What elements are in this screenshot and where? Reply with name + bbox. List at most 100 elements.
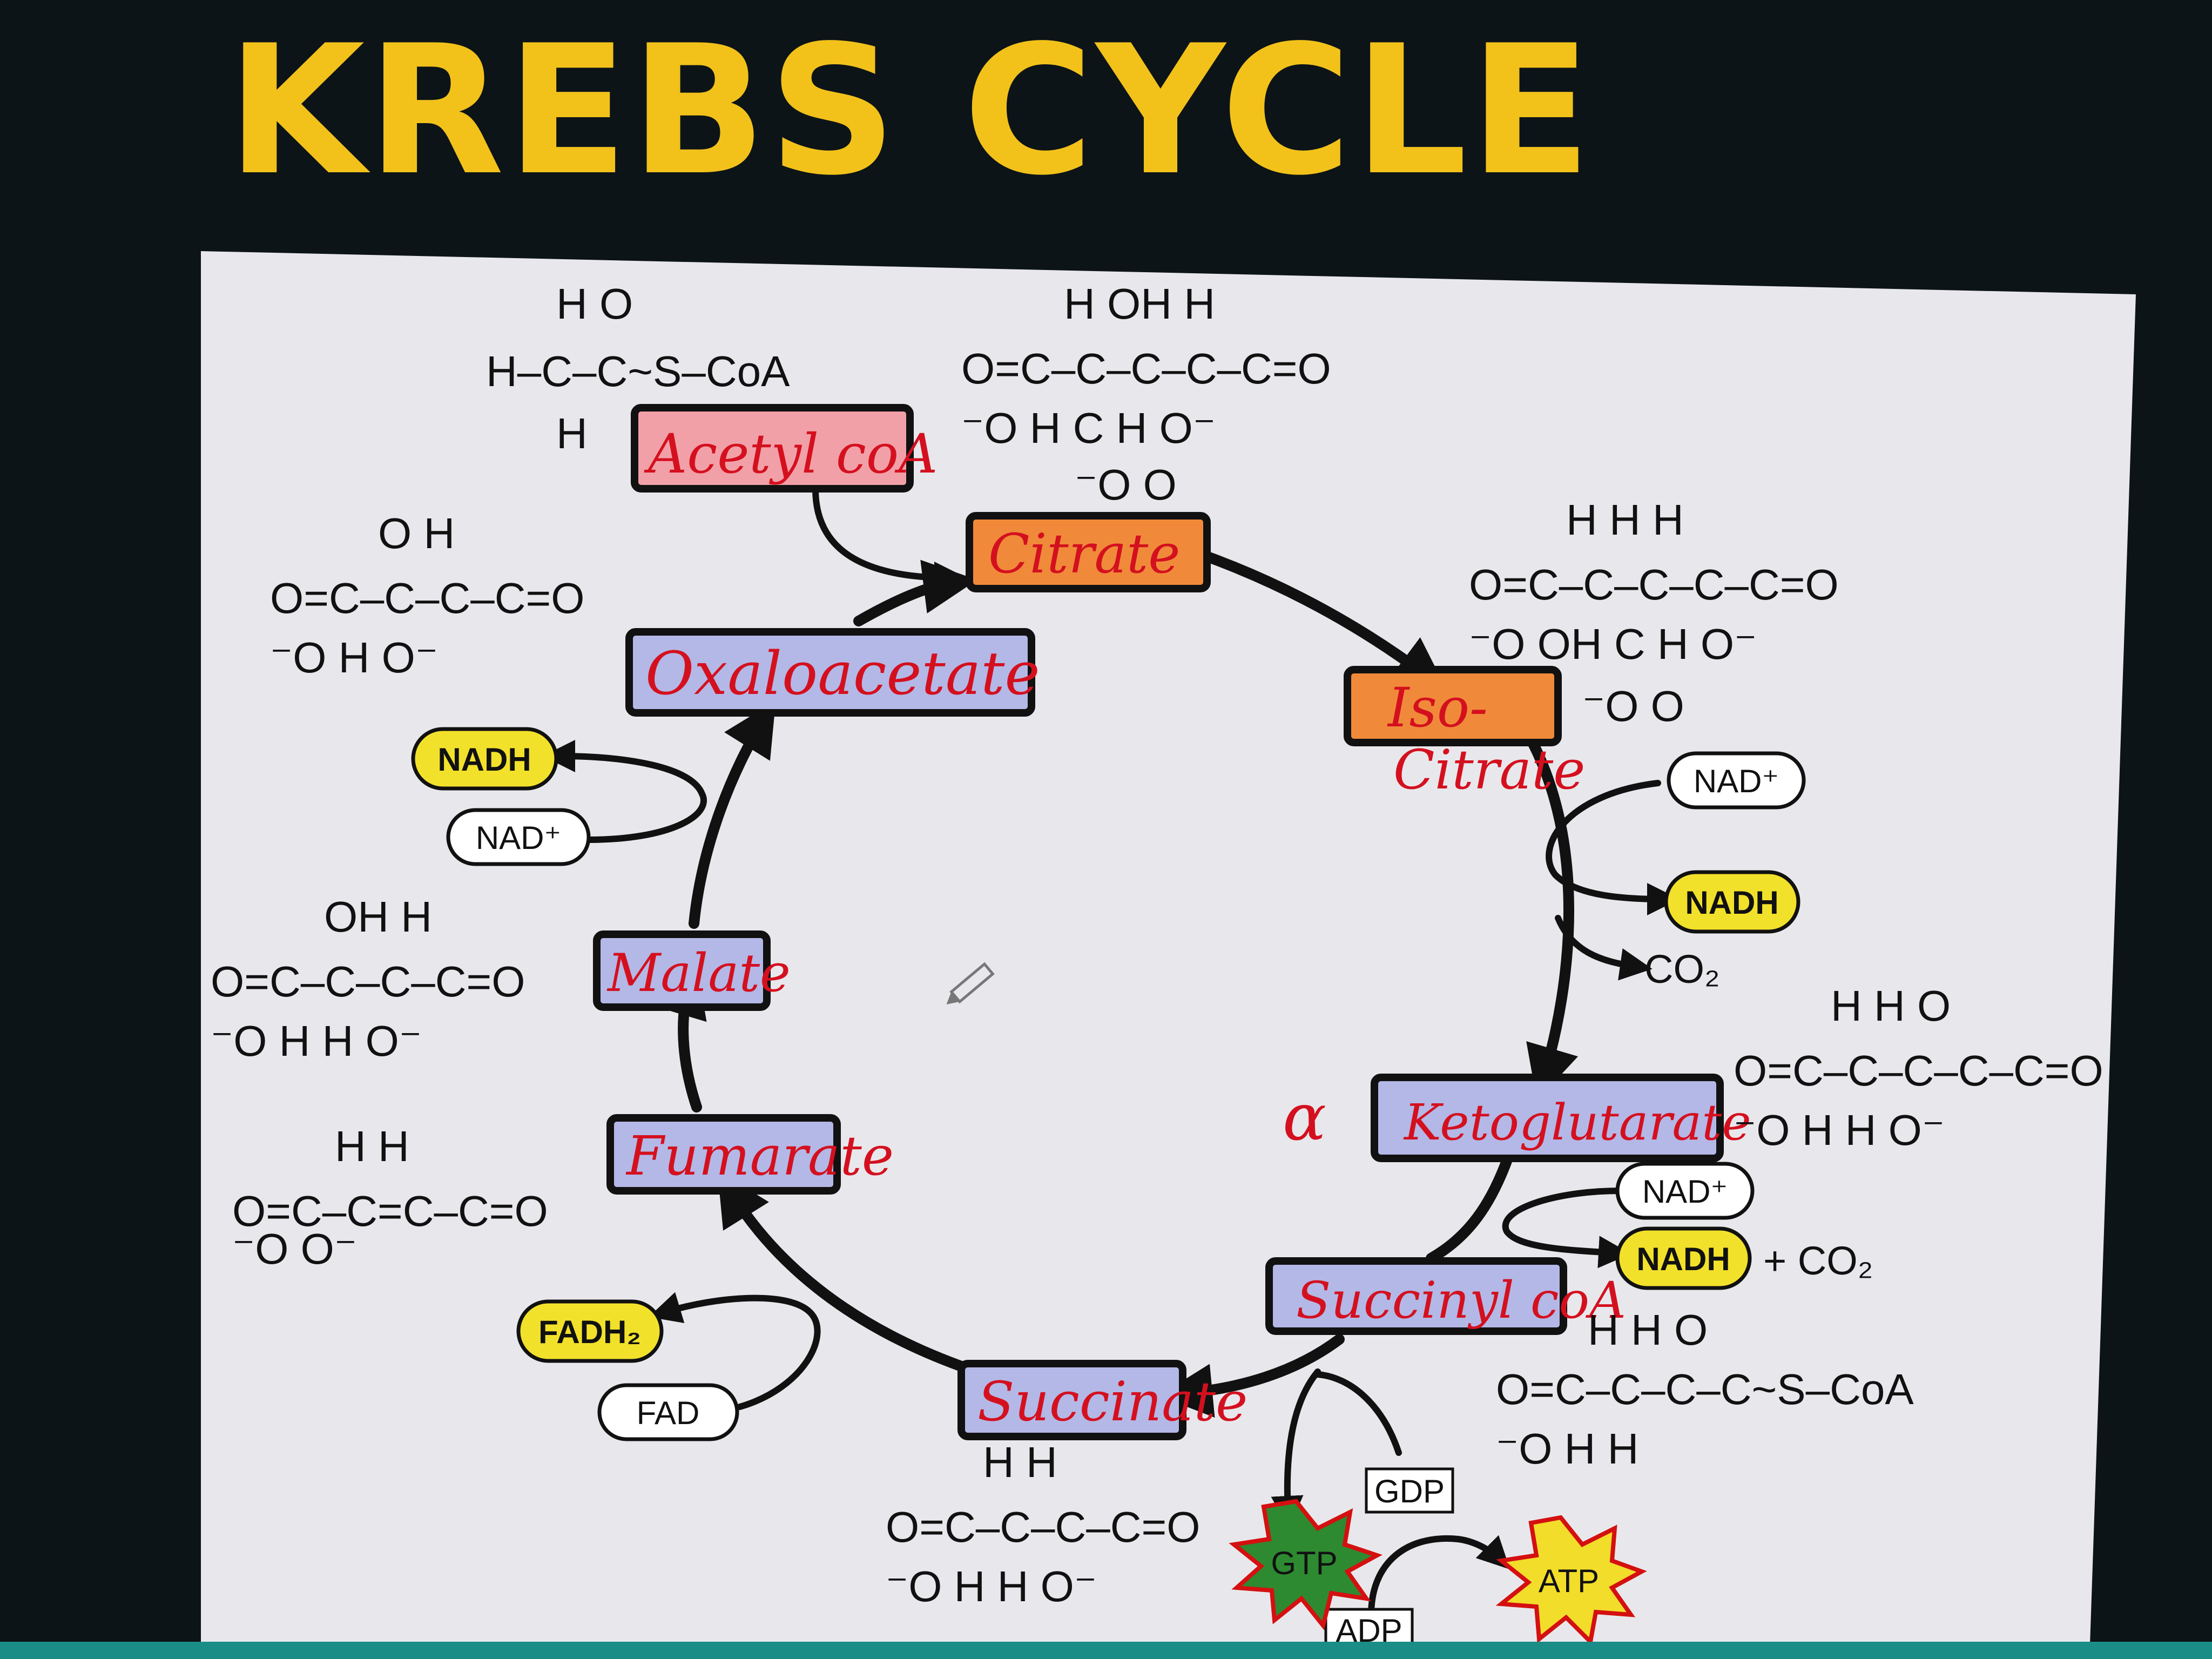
arrow-succinate-to-fumarate [717,1170,967,1372]
nad-label-ketoglutarate: NAD⁺ [1642,1174,1728,1210]
arrow-citrate-to-isocitrate [1193,548,1448,691]
succinate-formula-line-1: H H [983,1438,1057,1486]
fumarate-formula-line-2: O=C–C=C–C=O [232,1187,548,1235]
citrate-formula: H OH H O=C–C–C–C–C=O ⁻O H C H O⁻ ⁻O O [961,280,1331,509]
isocitrate-formula: H H H O=C–C–C–C–C=O ⁻O OH C H O⁻ ⁻O O [1469,496,1839,730]
citrate-box[interactable] [966,512,1211,592]
ketoglutarate-formula-line-1: H H O [1831,982,1951,1030]
citrate-label: Citrate [988,522,1180,585]
isocitrate-formula-line-4: ⁻O O [1582,682,1684,730]
citrate-formula-line-4: ⁻O O [1075,461,1177,509]
fumarate-formula-line-1: H H [335,1122,409,1170]
succinyl-coa-box[interactable] [1265,1257,1567,1335]
compound-boxes [593,404,1724,1440]
bottom-strip [0,1642,2212,1659]
acetyl-coa-formula: H O H–C–C~S–CoA H [486,280,790,457]
gdp-label: GDP [1374,1473,1445,1509]
ketoglutarate-formula-line-3: ⁻O H H O⁻ [1734,1106,1945,1154]
succinate-box[interactable] [957,1360,1186,1440]
ketoglutarate-label: Ketoglutarate [1403,1094,1751,1151]
gtp-label: GTP [1271,1545,1337,1581]
succinyl-coa-formula-line-1: H H O [1588,1306,1708,1354]
fumarate-formula-line-3: ⁻O O⁻ [232,1225,357,1273]
co2-label-isocitrate: CO₂ [1644,947,1720,992]
pencil-icon [946,962,995,1004]
atp-burst: ATP [1495,1515,1647,1647]
box-labels: Acetyl coA Citrate Iso- Citrate α Ketogl… [606,422,1751,1433]
side-arrows [543,485,1680,1629]
arrow-succinyl-to-succinate [1158,1334,1345,1418]
oxaloacetate-label: Oxaloacetate [645,639,1040,708]
fumarate-formula: H H O=C–C=C–C=O ⁻O O⁻ [232,1122,548,1273]
isocitrate-label-top: Iso- [1387,676,1488,739]
malate-formula-line-3: ⁻O H H O⁻ [211,1017,422,1065]
isocitrate-formula-line-3: ⁻O OH C H O⁻ [1469,620,1757,668]
succinyl-coa-label: Succinyl coA [1296,1271,1626,1330]
diagram-panel [201,251,2136,1644]
arrow-acetylcoa-in [812,485,967,594]
succinyl-coa-formula-line-2: O=C–C–C–C~S–CoA [1496,1365,1914,1413]
oxaloacetate-formula-line-2: O=C–C–C–C=O [270,574,584,622]
nadh-label-ketoglutarate: NADH [1636,1241,1730,1277]
fumarate-box[interactable] [606,1114,841,1195]
acetyl-coa-formula-line-3: H [556,409,588,457]
succinate-formula-line-2: O=C–C–C–C=O [886,1503,1200,1551]
arrow-fad-to-fadh2 [649,1292,821,1410]
citrate-formula-line-2: O=C–C–C–C–C=O [961,345,1331,393]
isocitrate-box[interactable] [1344,666,1562,746]
gtp-burst: GTP [1229,1499,1382,1630]
arrow-nad-to-nadh-isocitrate [1546,780,1680,915]
fumarate-label: Fumarate [625,1124,894,1188]
acetyl-coa-label: Acetyl coA [644,422,938,485]
acetyl-coa-box[interactable] [631,404,914,493]
nad-label-isocitrate: NAD⁺ [1694,763,1779,799]
succinate-formula: H H O=C–C–C–C=O ⁻O H H O⁻ [886,1438,1200,1610]
nad-chip-ketoglutarate [1615,1162,1755,1220]
oxaloacetate-formula-line-3: ⁻O H O⁻ [270,633,438,682]
nad-chip-isocitrate [1667,751,1806,810]
isocitrate-formula-line-2: O=C–C–C–C–C=O [1469,561,1839,609]
malate-formula-line-2: O=C–C–C–C=O [211,957,525,1006]
co2-label-ketoglutarate: + CO₂ [1763,1238,1873,1283]
arrow-ketoglutarate-to-succinyl [1426,1156,1512,1264]
succinyl-coa-formula: H H O O=C–C–C–C~S–CoA ⁻O H H [1496,1306,1914,1473]
succinyl-coa-formula-line-3: ⁻O H H [1496,1425,1638,1473]
arrow-succinyl-to-gtp [1271,1368,1321,1528]
malate-box[interactable] [593,930,771,1011]
alpha-symbol: α [1283,1080,1326,1155]
atp-label: ATP [1539,1563,1599,1599]
malate-formula: OH H O=C–C–C–C=O ⁻O H H O⁻ [211,893,525,1065]
cofactor-chips [411,727,1806,1651]
succinate-formula-line-3: ⁻O H H O⁻ [886,1562,1097,1610]
slide-title: KREBS CYCLE [227,7,1594,214]
nadh-label-malate: NADH [437,741,531,778]
nadh-chip-malate [411,727,558,791]
oxaloacetate-box[interactable] [625,628,1035,717]
arrow-nad-to-nadh-ketoglutarate [1502,1188,1631,1269]
gtp-burst-shape [1229,1499,1382,1630]
malate-label: Malate [606,943,791,1003]
citrate-formula-line-1: H OH H [1064,280,1215,328]
acetyl-coa-formula-line-1: H O [556,280,633,328]
atp-burst-shape [1495,1515,1647,1647]
fad-label: FAD [637,1395,700,1431]
gdp-box [1365,1467,1454,1514]
arrow-malate-to-oxaloacetate [689,700,776,929]
ketoglutarate-formula-line-2: O=C–C–C–C–C=O [1734,1047,2103,1095]
isocitrate-formula-line-1: H H H [1566,496,1684,544]
ketoglutarate-formula: H H O O=C–C–C–C–C=O ⁻O H H O⁻ [1734,982,2103,1154]
nadh-chip-isocitrate [1664,870,1800,934]
nad-label-malate: NAD⁺ [476,820,561,856]
cofactor-labels: NADH NAD⁺ NAD⁺ NADH CO₂ NAD⁺ NADH + CO₂ … [437,741,1873,1649]
acetyl-coa-formula-line-2: H–C–C~S–CoA [486,347,790,395]
ketoglutarate-box[interactable] [1371,1074,1724,1162]
arrow-nad-to-nadh-malate [543,740,707,843]
arrow-co2-isocitrate [1555,915,1653,981]
citrate-formula-line-3: ⁻O H C H O⁻ [961,404,1216,452]
arrow-gdp-in [1314,1371,1402,1456]
oxaloacetate-formula: O H O=C–C–C–C=O ⁻O H O⁻ [270,509,584,682]
nad-chip-malate [446,808,591,866]
oxaloacetate-formula-line-1: O H [378,509,455,557]
malate-formula-line-1: OH H [324,893,432,941]
